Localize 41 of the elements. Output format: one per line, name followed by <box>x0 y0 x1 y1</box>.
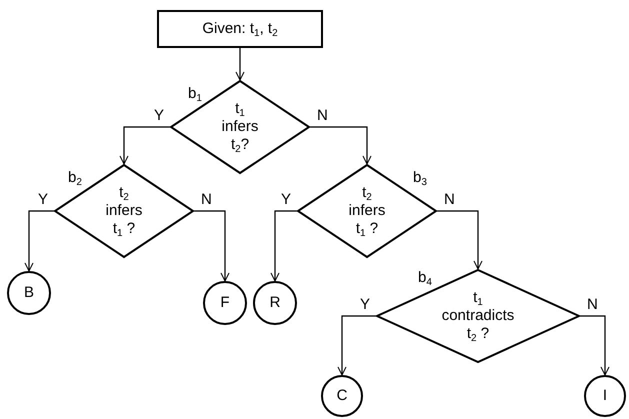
arrow <box>338 315 376 376</box>
outcome-circle <box>253 281 297 325</box>
arrow <box>24 210 54 272</box>
outcome-circle <box>584 375 626 417</box>
branch-label: b$_{3}$ <box>413 169 427 186</box>
arrow <box>580 315 610 376</box>
edge-label: N <box>586 297 599 312</box>
edge-label: Y <box>280 192 292 207</box>
decision-diamond <box>376 269 580 363</box>
node-text: R <box>270 294 280 312</box>
arrow <box>437 210 482 270</box>
edge-label: N <box>316 108 329 123</box>
node-text: Given: t$_{1}$, t$_{2}$ <box>202 20 278 38</box>
arrow <box>194 210 230 282</box>
arrow <box>310 126 372 164</box>
node-text: t$_{1}$ infers t$_{2}$? <box>220 100 260 154</box>
start-box <box>157 10 323 48</box>
branch-label: b$_{1}$ <box>188 85 202 102</box>
branch-label: b$_{4}$ <box>418 269 432 286</box>
arrow <box>270 210 297 282</box>
node-text: t$_{2}$ infers t$_{1}$ ? <box>348 184 386 238</box>
outcome-circle <box>7 271 51 315</box>
edge-label: Y <box>359 297 372 312</box>
branch-label: b$_{2}$ <box>68 169 82 186</box>
node-text: C <box>336 387 348 405</box>
node-text: t$_{1}$ contradicts t$_{2}$ ? <box>440 289 516 343</box>
node-text: I <box>602 387 608 405</box>
decision-diamond <box>54 164 194 258</box>
edge-label: N <box>200 192 213 207</box>
decision-diamond <box>170 80 310 174</box>
node-text: B <box>24 284 34 302</box>
arrow <box>236 48 244 80</box>
outcome-circle <box>321 375 363 417</box>
edge-label: Y <box>37 192 50 207</box>
outcome-circle <box>203 281 247 325</box>
decision-diamond <box>297 164 437 258</box>
node-text: t$_{2}$ infers t$_{1}$ ? <box>104 184 144 238</box>
arrow <box>120 126 170 164</box>
edge-label: N <box>443 192 456 207</box>
node-text: F <box>220 294 230 312</box>
edge-label: Y <box>153 108 166 123</box>
